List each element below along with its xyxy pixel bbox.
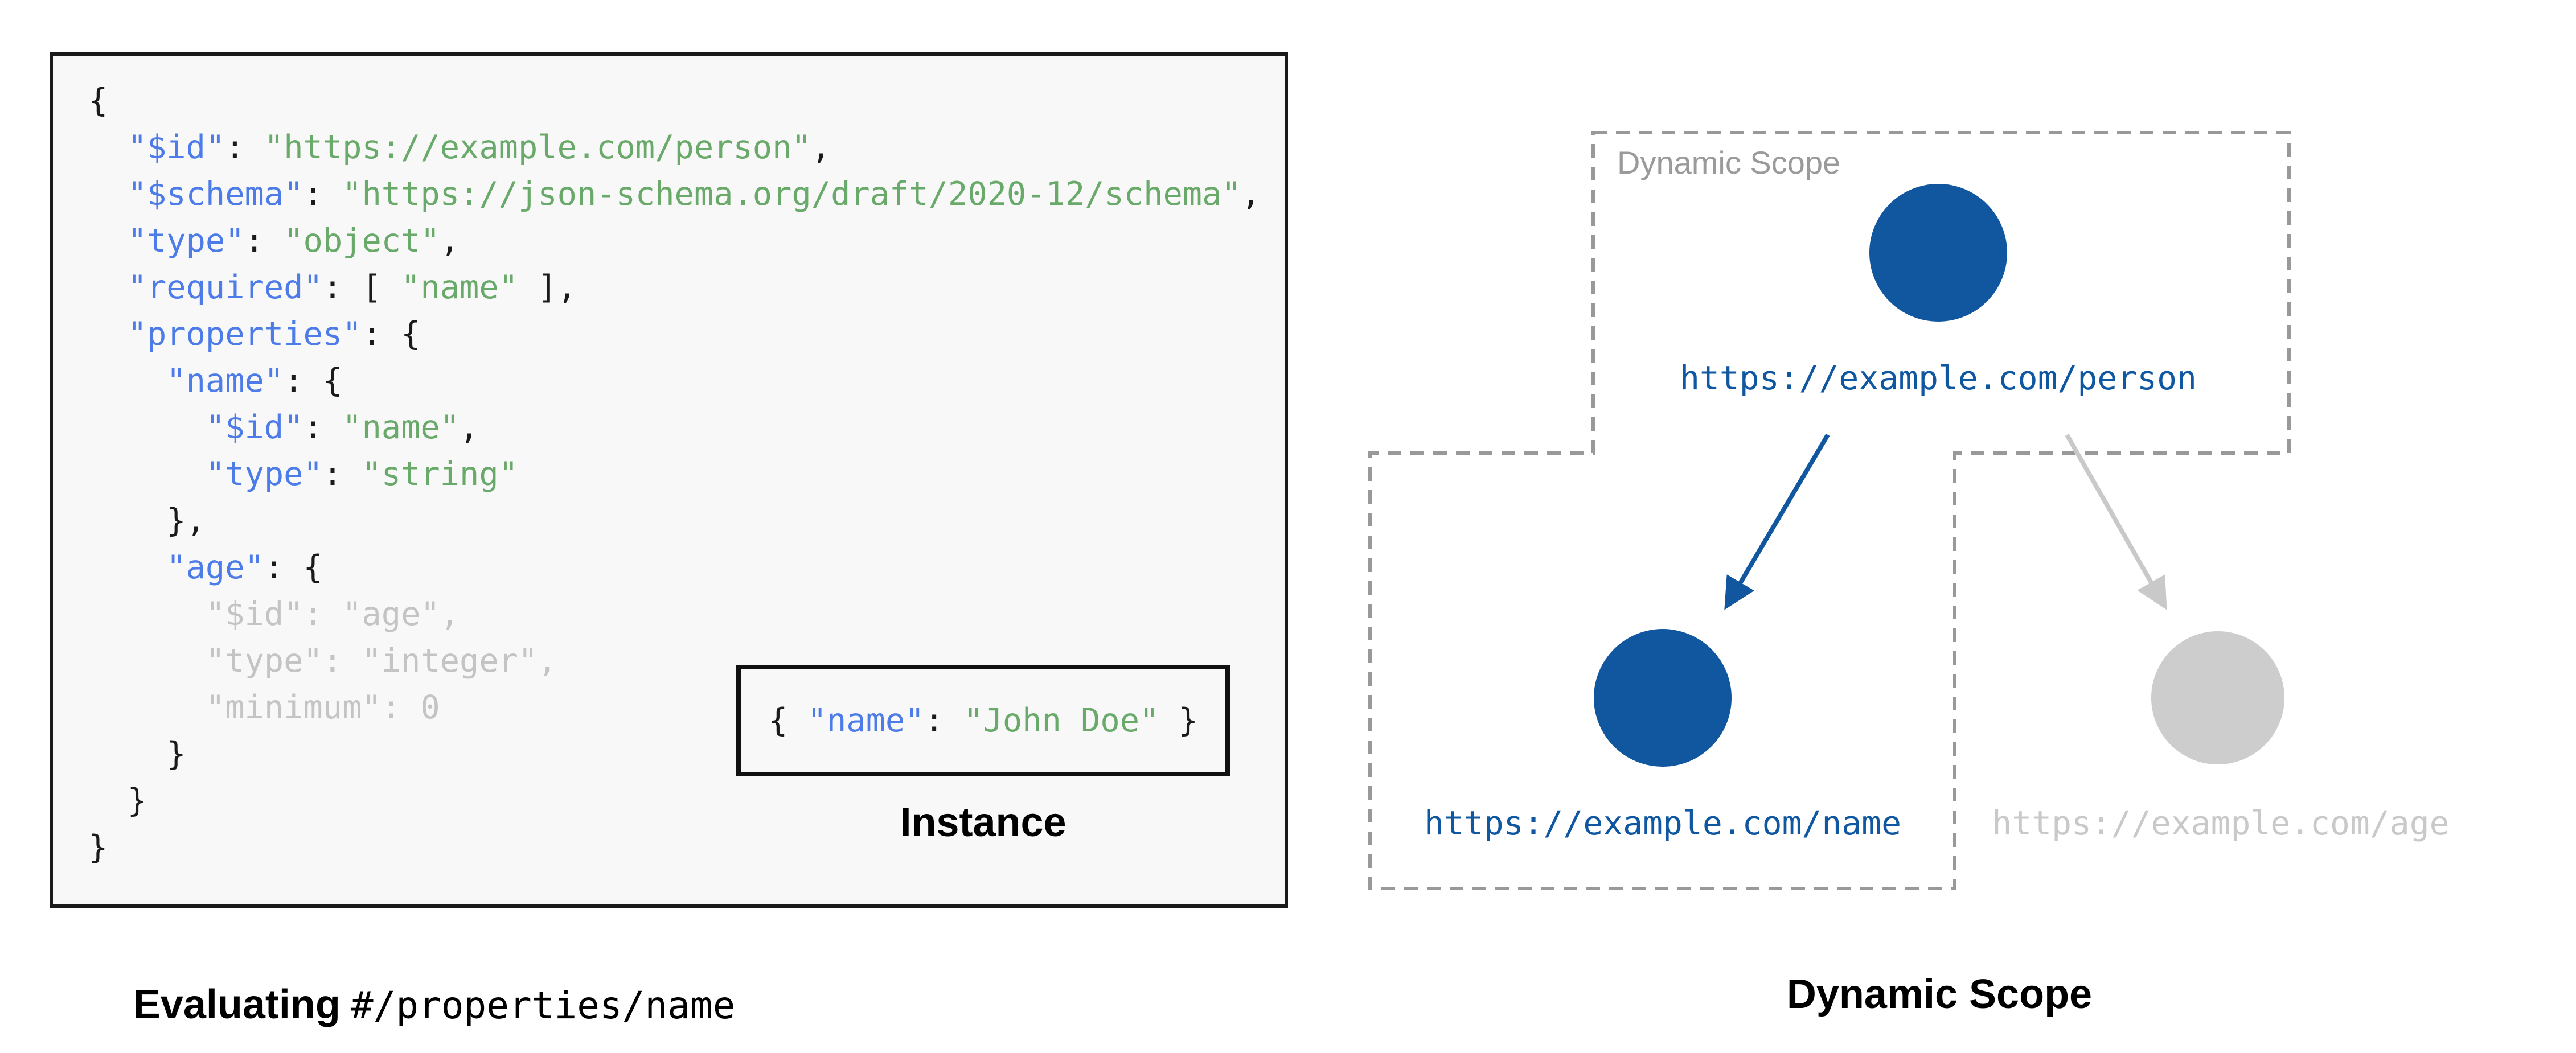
age-schema-url: https://example.com/age	[1992, 804, 2449, 842]
caption-dynamic-scope: Dynamic Scope	[1786, 972, 2093, 1017]
caption-json-pointer: #/properties/name	[350, 984, 736, 1027]
code-line: "age": {	[88, 544, 1261, 591]
code-line: "$id": "age",	[88, 591, 1261, 637]
code-token: {	[768, 702, 807, 739]
code-token: ],	[518, 269, 577, 306]
code-token: "string"	[362, 455, 518, 493]
code-line: "minimum": 0	[88, 684, 1261, 731]
dynamic-scope-outline	[1368, 131, 2291, 890]
code-token: "$id"	[205, 409, 303, 446]
code-token: }	[88, 829, 108, 866]
dynamic-scope-inline-label: Dynamic Scope	[1617, 145, 1840, 180]
code-token: ,	[1241, 175, 1261, 213]
code-token	[88, 549, 166, 586]
code-token	[88, 269, 128, 306]
code-token: :	[303, 409, 343, 446]
code-token: :	[303, 175, 343, 213]
arrow-person-to-age	[2065, 434, 2167, 610]
schema-panel: { "$id": "https://example.com/person", "…	[50, 52, 1288, 908]
code-token: "https://example.com/person"	[264, 129, 811, 166]
code-line: }	[88, 731, 1261, 778]
code-token: "name"	[401, 269, 518, 306]
code-token: ,	[460, 409, 479, 446]
code-line: "type": "integer",	[88, 637, 1261, 684]
instance-code: { "name": "John Doe" }	[768, 702, 1198, 739]
code-token: "$schema"	[127, 175, 303, 213]
code-line: "required": [ "name" ],	[88, 264, 1261, 311]
code-token: }	[1159, 702, 1198, 739]
code-token	[88, 315, 128, 353]
code-line: {	[88, 77, 1261, 124]
code-token: : {	[284, 362, 343, 400]
code-token: "age"	[166, 549, 264, 586]
code-token: "properties"	[127, 315, 362, 353]
code-token: ,	[440, 222, 460, 260]
code-token	[88, 362, 166, 400]
code-token: }	[88, 782, 147, 820]
code-line: }	[88, 824, 1261, 871]
schema-code: { "$id": "https://example.com/person", "…	[88, 77, 1261, 871]
code-token: "https://json-schema.org/draft/2020-12/s…	[342, 175, 1241, 213]
person-schema-url: https://example.com/person	[1680, 359, 2197, 397]
code-line: "properties": {	[88, 311, 1261, 357]
code-token: {	[88, 82, 108, 120]
code-line: "type": "string"	[88, 451, 1261, 497]
code-token: "$id": "age",	[88, 595, 460, 633]
code-token: "type"	[127, 222, 245, 260]
code-token: "minimum": 0	[88, 689, 440, 726]
code-token: :	[225, 129, 264, 166]
code-token	[88, 129, 128, 166]
code-token: "type"	[205, 455, 323, 493]
code-token: "name"	[166, 362, 284, 400]
code-line: "type": "object",	[88, 217, 1261, 264]
instance-label: Instance	[900, 800, 1067, 845]
code-token: },	[88, 502, 206, 540]
code-token: "type": "integer",	[88, 642, 557, 680]
code-token	[88, 455, 206, 493]
age-schema-node	[2151, 631, 2284, 764]
code-token: : [	[322, 269, 401, 306]
name-schema-node	[1594, 629, 1732, 767]
code-token: : {	[264, 549, 323, 586]
arrow-person-to-name	[1724, 433, 1830, 610]
code-line: "$id": "https://example.com/person",	[88, 124, 1261, 171]
code-line: "$schema": "https://json-schema.org/draf…	[88, 171, 1261, 217]
code-token: "name"	[342, 409, 460, 446]
code-token: : {	[362, 315, 421, 353]
code-token	[88, 175, 128, 213]
name-schema-url: https://example.com/name	[1424, 804, 1901, 842]
code-token: }	[88, 735, 186, 773]
code-line: }	[88, 778, 1261, 824]
code-line: "$id": "name",	[88, 404, 1261, 451]
code-token: "object"	[284, 222, 440, 260]
code-line: "name": {	[88, 357, 1261, 404]
code-token: :	[322, 455, 362, 493]
person-schema-node	[1869, 184, 2007, 322]
code-token: "John Doe"	[963, 702, 1159, 739]
code-token: "name"	[807, 702, 925, 739]
code-token	[88, 409, 206, 446]
code-token: "required"	[127, 269, 323, 306]
code-token: :	[244, 222, 284, 260]
instance-box: { "name": "John Doe" }	[736, 665, 1230, 776]
code-token: "$id"	[127, 129, 225, 166]
code-line: },	[88, 497, 1261, 544]
code-token	[88, 222, 128, 260]
code-token: :	[924, 702, 964, 739]
caption-evaluating-word: Evaluating	[133, 982, 341, 1027]
code-token: ,	[811, 129, 831, 166]
caption-evaluating: Evaluating#/properties/name	[123, 971, 736, 1038]
